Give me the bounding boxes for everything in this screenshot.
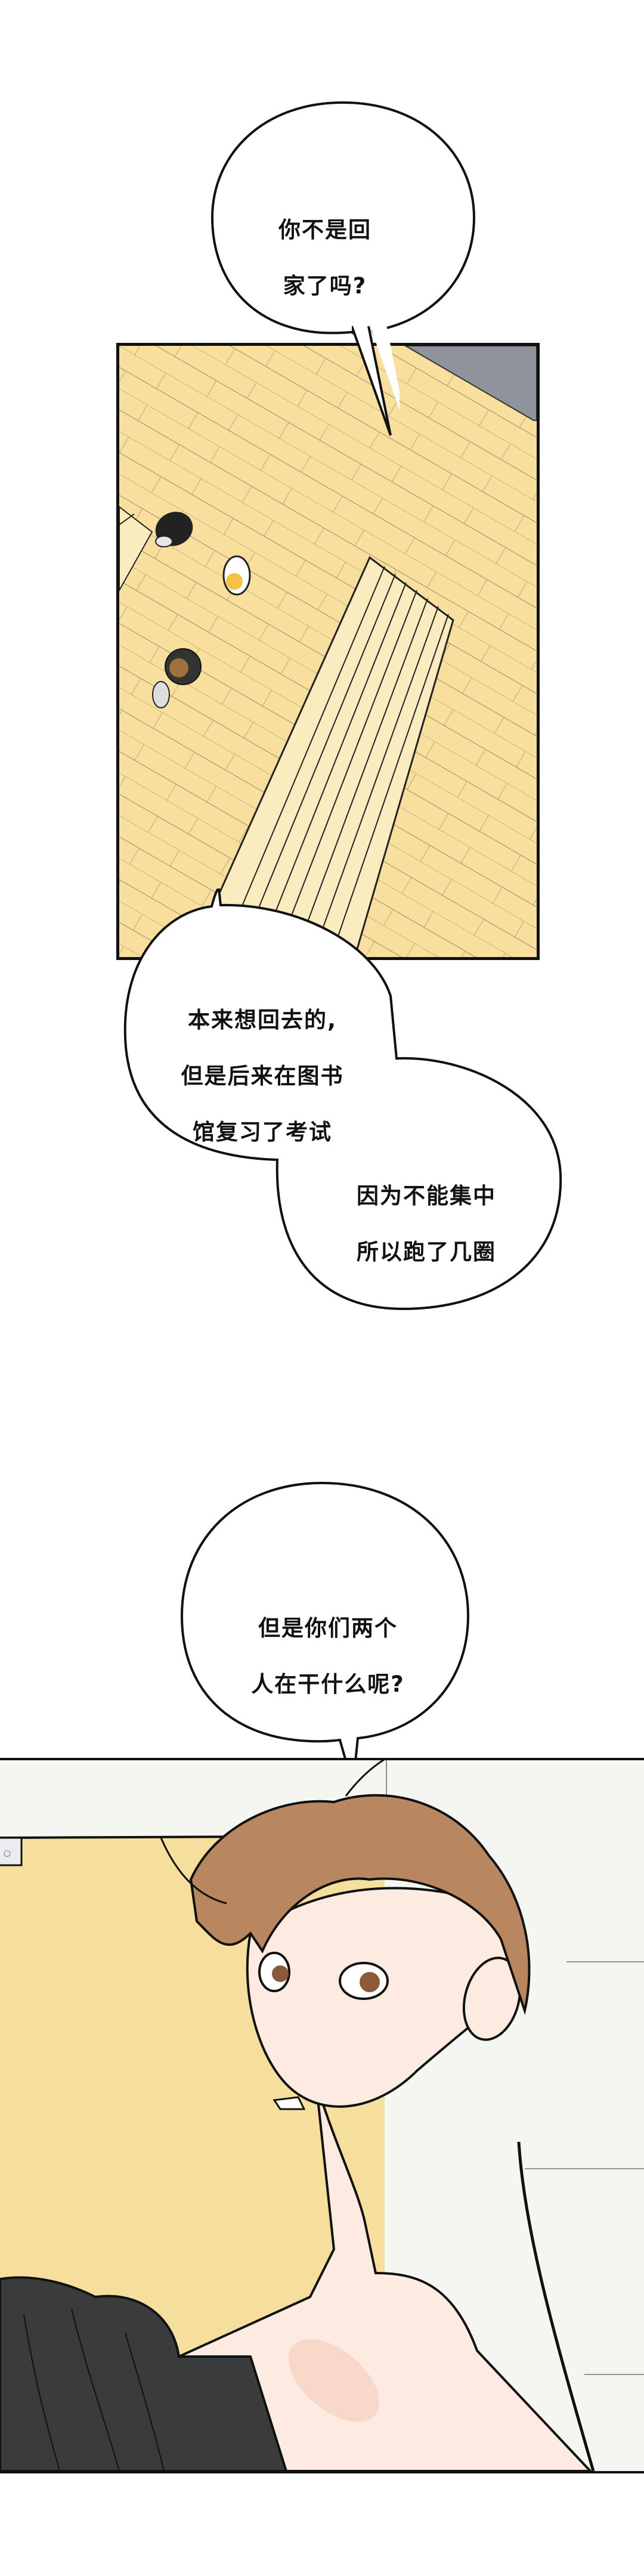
bubble-2-line-2: 但是后来在图书 (181, 1063, 344, 1089)
dark-clothing (0, 2276, 288, 2471)
bench-main (190, 556, 454, 957)
joined-bubble-shape (123, 888, 562, 1311)
speech-bubble-4 (173, 1476, 477, 1792)
svg-text:○: ○ (4, 1849, 11, 1858)
bubble-2-line-1: 本来想回去的, (187, 1007, 338, 1033)
panel-overhead-floor (116, 343, 540, 960)
bubble-1-line-1: 你不是回 (278, 217, 371, 243)
bubble-4-line-1: 但是你们两个 (258, 1615, 398, 1641)
face (246, 1887, 521, 2108)
floor-illustration (119, 346, 537, 957)
switch-plate: ○ (0, 1837, 23, 1866)
bubble-2-line-3: 馆复习了考试 (193, 1119, 332, 1145)
bubble-4-text: 但是你们两个 人在干什么呢? (233, 1586, 423, 1726)
bubble-3-line-2: 所以跑了几圈 (357, 1239, 496, 1265)
character-blond (222, 555, 251, 596)
bubble-3-line-1: 因为不能集中 (357, 1183, 496, 1209)
bubble-4-line-2: 人在干什么呢? (251, 1671, 405, 1697)
bubble-1-line-2: 家了吗? (283, 273, 367, 299)
hair (189, 1794, 531, 2015)
panel-closeup-character: ○ (0, 1758, 644, 2473)
gray-mat (404, 346, 537, 421)
bench-left (119, 506, 153, 592)
bubble-1-tail (352, 325, 400, 436)
speech-bubble-1 (203, 95, 483, 358)
speech-bubble-group-2-3 (116, 888, 569, 1318)
speech-bubble-shape (180, 1481, 470, 1787)
bubble-3-text: 因为不能集中 所以跑了几圈 (334, 1154, 519, 1294)
speech-bubble-shape (210, 101, 476, 355)
bubble-1-text: 你不是回 家了吗? (262, 188, 388, 328)
bubble-2-text: 本来想回去的, 但是后来在图书 馆复习了考试 (164, 978, 361, 1174)
character-dark-hair (155, 512, 193, 547)
closeup-illustration: ○ (0, 1760, 644, 2471)
character-seated (152, 648, 202, 708)
